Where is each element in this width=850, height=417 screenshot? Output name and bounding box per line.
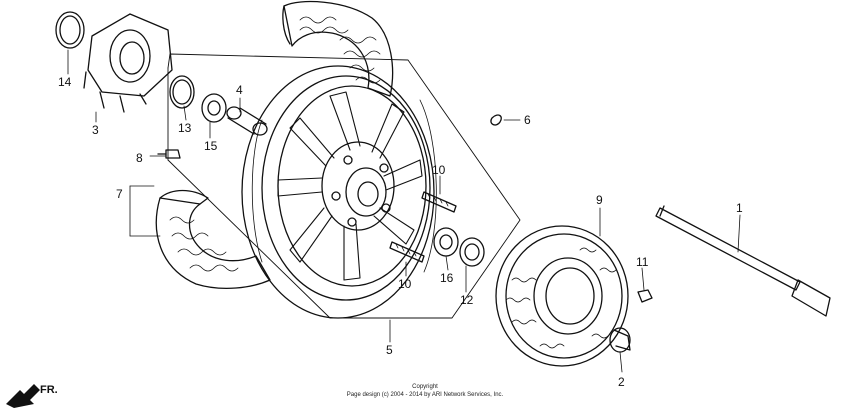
bearing-15 xyxy=(201,93,227,123)
copyright-footer: Copyright Page design (c) 2004 - 2014 by… xyxy=(347,384,504,398)
callout-14: 14 xyxy=(58,75,72,89)
distance-collar-4 xyxy=(226,106,268,136)
tire-section-top xyxy=(282,0,394,97)
callout-9: 9 xyxy=(596,193,603,207)
o-ring-13 xyxy=(169,75,195,109)
callout-4: 4 xyxy=(236,83,243,97)
callout-6: 6 xyxy=(524,113,531,127)
driven-flange xyxy=(83,13,173,113)
axle-nut-11 xyxy=(637,289,653,303)
brake-disc xyxy=(495,225,629,367)
balance-weight-6 xyxy=(490,114,502,126)
callout-7: 7 xyxy=(116,187,123,201)
stud-upper-10 xyxy=(421,191,457,213)
wheel-spokes xyxy=(277,91,423,281)
copyright-line-1: Copyright xyxy=(412,384,438,390)
callout-16: 16 xyxy=(440,271,454,285)
callout-2: 2 xyxy=(618,375,625,389)
front-direction-indicator: FR. xyxy=(6,384,58,408)
callout-11: 11 xyxy=(636,255,649,269)
callout-12: 12 xyxy=(460,293,474,307)
callout-3: 3 xyxy=(92,123,99,137)
callout-5: 5 xyxy=(386,343,393,357)
bolt-8 xyxy=(157,149,181,159)
callout-10-upper: 10 xyxy=(432,163,446,177)
callout-numbers: 1 2 3 4 5 6 7 8 9 10 10 11 12 13 14 15 1… xyxy=(58,75,743,389)
wheel-hub xyxy=(321,141,395,231)
bearing-16 xyxy=(433,227,459,257)
callout-10-lower: 10 xyxy=(398,277,412,291)
copyright-line-2: Page design (c) 2004 - 2014 by ARI Netwo… xyxy=(347,392,504,398)
front-arrow-icon xyxy=(6,384,40,408)
stud-lower-10 xyxy=(389,241,425,263)
wheel-rim xyxy=(241,65,437,319)
dust-seal-12 xyxy=(459,237,485,267)
callout-1: 1 xyxy=(736,201,743,215)
o-ring-14 xyxy=(55,11,85,49)
callout-8: 8 xyxy=(136,151,143,165)
direction-label: FR. xyxy=(40,384,58,396)
leader-lines xyxy=(67,49,741,373)
callout-15: 15 xyxy=(204,139,218,153)
callout-13: 13 xyxy=(178,121,192,135)
axle xyxy=(655,205,831,317)
